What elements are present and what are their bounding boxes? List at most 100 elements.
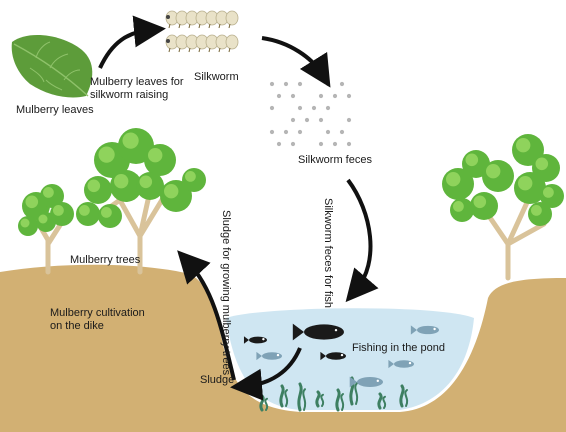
fish (388, 359, 414, 369)
tree-foliage-highlight (185, 171, 196, 182)
fish (410, 325, 439, 335)
label-mulberry-leaves: Mulberry leaves (16, 104, 94, 116)
weed-strand (297, 382, 303, 412)
weed-strand (377, 392, 383, 410)
weed-strand (302, 388, 307, 411)
feces-dot (332, 141, 338, 147)
feces-dot (346, 141, 352, 147)
silkworm-leg (228, 23, 231, 29)
fish-body (262, 352, 282, 360)
arrow-feces-to-pond (345, 178, 379, 303)
tree-foliage-highlight (518, 176, 533, 191)
feces-dot (290, 93, 296, 99)
feces-dot (276, 93, 282, 99)
feces-dot (269, 81, 275, 87)
silkworm-segment (225, 10, 239, 26)
feces-dot (325, 81, 331, 87)
fish-tail (320, 351, 326, 361)
feces-dot (283, 129, 289, 135)
mulberry-tree-left-small (18, 184, 74, 275)
tree-foliage-highlight (543, 187, 554, 198)
tree-foliage-highlight (101, 207, 112, 218)
fish-body (249, 336, 267, 344)
silkworm-leg (218, 23, 221, 29)
fish-body (326, 352, 346, 360)
silkworm-leg (168, 47, 171, 53)
fish-body (304, 324, 344, 340)
feces-dot (318, 93, 324, 99)
tree-foliage-highlight (139, 175, 153, 189)
feces-dot (297, 81, 303, 87)
fish (320, 351, 346, 361)
silkworm-leg (208, 23, 211, 29)
fish (256, 351, 282, 361)
arrow-silkworm-to-feces (261, 36, 331, 88)
silkworm-leg (168, 23, 171, 29)
label-sludge-for-growing-trees: Sludge for growing mulberry trees (220, 210, 232, 376)
fish-tail (388, 359, 394, 369)
feces-dot (283, 81, 289, 87)
feces-dot (325, 105, 331, 111)
tree-foliage-highlight (114, 174, 129, 189)
feces-dot (304, 117, 310, 123)
tree-foliage-highlight (535, 157, 549, 171)
tree-foliage-highlight (20, 218, 30, 228)
feces-dot (311, 105, 317, 111)
fish-tail (410, 325, 417, 335)
silkworm-leg (198, 23, 201, 29)
feces-dot (269, 105, 275, 111)
fish (292, 323, 344, 341)
fish-eye (334, 328, 338, 332)
tree-foliage-highlight (465, 153, 479, 167)
label-cultivation-line1: Mulberry cultivation (50, 307, 145, 319)
tree-foliage-highlight (38, 214, 48, 224)
fish-body (357, 377, 383, 387)
feces-dot (297, 129, 303, 135)
feces-dot (346, 117, 352, 123)
weed-strand (279, 384, 285, 408)
arrow-leaves-to-silkworm (98, 15, 166, 69)
silkworm-leg (188, 47, 191, 53)
feces-dot (276, 141, 282, 147)
label-leaves-for-silkworm-line1: Mulberry leaves for (90, 76, 184, 88)
fish-tail (243, 336, 249, 344)
weed-strand (382, 395, 387, 409)
tree-foliage-highlight (53, 205, 64, 216)
feces-dot (290, 117, 296, 123)
silkworm-leg (228, 47, 231, 53)
tree-branch (137, 197, 151, 239)
fish-eye (276, 353, 280, 357)
silkworm-leg (178, 23, 181, 29)
label-silkworm-feces: Silkworm feces (298, 154, 372, 166)
fish-eye (376, 379, 379, 383)
fish-body (394, 360, 414, 368)
label-silkworm-feces-for-fish: Silkworm feces for fish (322, 198, 334, 309)
feces-dot (318, 117, 324, 123)
tree-foliage-highlight (122, 132, 139, 149)
tree-foliage-highlight (516, 138, 531, 153)
tree-foliage-highlight (43, 187, 54, 198)
mulberry-leaf-icon (11, 35, 93, 98)
weed-strand (284, 389, 289, 407)
weed-strand (264, 397, 269, 411)
label-mulberry-trees: Mulberry trees (70, 254, 141, 266)
fish (349, 376, 383, 388)
feces-dot (332, 93, 338, 99)
label-silkworm: Silkworm (194, 71, 239, 83)
silkworm-eye (166, 39, 170, 43)
tree-branch (505, 221, 547, 247)
tree-foliage-highlight (79, 205, 90, 216)
weed-strand (340, 393, 345, 411)
silkworm-feces-dots (269, 81, 352, 147)
label-cultivation-line2: on the dike (50, 320, 104, 332)
weed-strand (399, 384, 405, 408)
fish-tail (349, 376, 357, 388)
fish-eye (408, 361, 412, 365)
fish-eye (433, 327, 436, 331)
fish-eye (340, 353, 344, 357)
dike-soil (0, 264, 566, 432)
label-sludge: Sludge (200, 374, 235, 386)
tree-foliage-highlight (473, 195, 487, 209)
